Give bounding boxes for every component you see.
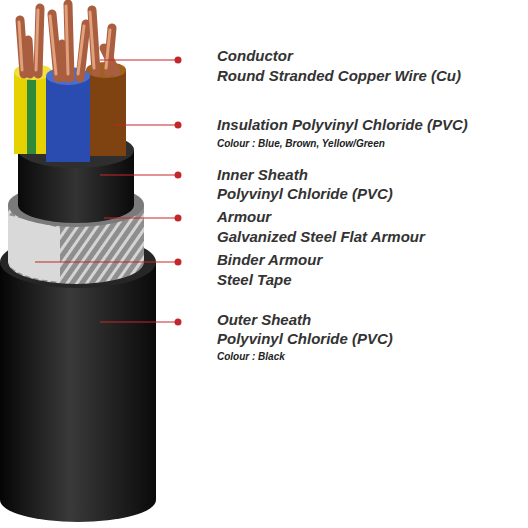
callout-label: Inner Sheath <box>217 166 308 184</box>
copper-strands <box>19 4 116 78</box>
callout-label: Binder Armour <box>217 251 322 269</box>
callout-label: Outer Sheath <box>217 311 311 329</box>
callout-label: Armour <box>217 208 271 226</box>
callout-label: Galvanized Steel Flat Armour <box>217 228 425 246</box>
callout-label: Conductor <box>217 47 293 65</box>
callout-label: Polyvinyl Chloride (PVC) <box>217 185 393 203</box>
callout-label: Round Stranded Copper Wire (Cu) <box>217 67 461 85</box>
colour-note: Colour : Blue, Brown, Yellow/Green <box>217 138 385 150</box>
callout-label: Steel Tape <box>217 271 291 289</box>
callout-dots <box>175 57 182 326</box>
callout-label: Polyvinyl Chloride (PVC) <box>217 330 393 348</box>
callout-label: Insulation Polyvinyl Chloride (PVC) <box>217 116 468 134</box>
leader-lines <box>35 60 176 322</box>
colour-note: Colour : Black <box>217 351 285 363</box>
